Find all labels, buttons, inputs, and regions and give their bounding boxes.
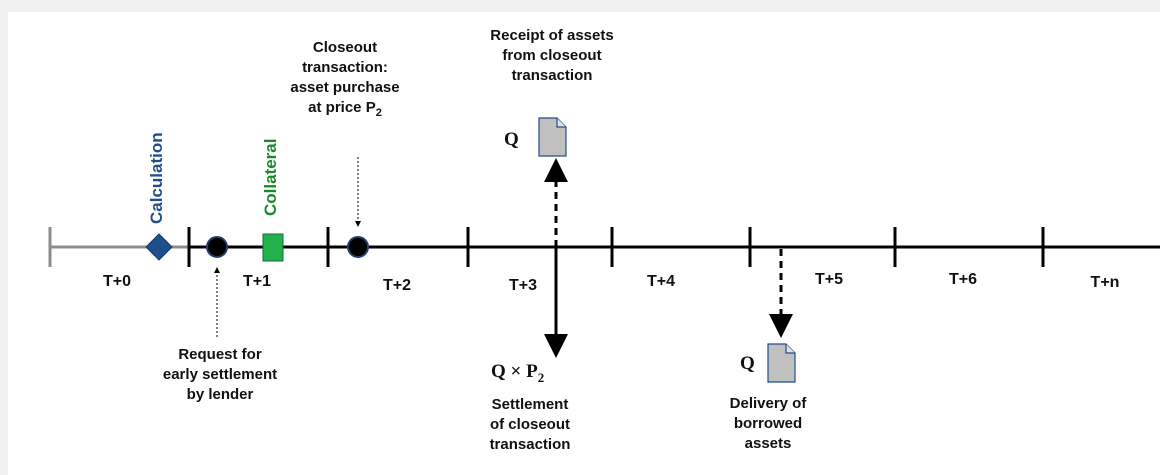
receipt-text: Receipt of assets from closeout transact… xyxy=(462,26,642,86)
settlement-text: Settlement of closeout transaction xyxy=(450,395,610,455)
closeout-line: transaction: xyxy=(302,59,388,76)
segment-label-t5: T+5 xyxy=(814,271,843,288)
settlement-line: Settlement xyxy=(491,396,569,413)
delivery-text: Delivery of borrowed assets xyxy=(698,394,838,454)
request-text: Request for early settlement by lender xyxy=(140,345,300,405)
settlement-amount: Q × P2 xyxy=(491,361,545,385)
segment-label-t3: T+3 xyxy=(508,277,537,294)
timeline-graphics xyxy=(48,117,1160,383)
calculation-diamond xyxy=(145,233,173,261)
collateral-label: Collateral xyxy=(261,138,280,216)
request-event-dot xyxy=(206,236,228,258)
document-fold xyxy=(785,344,795,354)
request-line: by lender xyxy=(186,386,254,403)
segment-label-t1: T+1 xyxy=(242,273,271,290)
segment-label-t4: T+4 xyxy=(646,273,675,290)
receipt-line: from closeout xyxy=(502,47,602,64)
settlement-line: transaction xyxy=(489,436,571,453)
calculation-label: Calculation xyxy=(147,132,166,224)
segment-label-tn: T+n xyxy=(1090,274,1120,291)
segment-label-t0: T+0 xyxy=(102,273,131,290)
collateral-box xyxy=(262,233,284,262)
timeline-diagram: T+0 T+1 T+2 T+3 T+4 T+5 T+6 T+n Calculat… xyxy=(8,12,1160,475)
closeout-transaction-text: Closeout transaction: asset purchase at … xyxy=(270,38,420,123)
segment-label-t6: T+6 xyxy=(948,271,977,288)
delivery-quantity: Q xyxy=(740,353,755,374)
receipt-quantity: Q xyxy=(504,129,519,150)
settlement-line: of closeout xyxy=(489,416,570,433)
closeout-event-dot xyxy=(347,236,369,258)
segment-label-t2: T+2 xyxy=(382,277,411,294)
delivery-line: Delivery of xyxy=(729,395,807,412)
request-line: early settlement xyxy=(162,366,278,383)
closeout-line: asset purchase xyxy=(290,79,400,96)
document-fold xyxy=(556,118,566,128)
closeout-line: at price P2 xyxy=(308,99,382,119)
closeout-line: Closeout xyxy=(312,39,378,56)
request-line: Request for xyxy=(178,346,262,363)
delivery-line: borrowed xyxy=(733,415,803,432)
receipt-line: Receipt of assets xyxy=(490,27,614,44)
delivery-line: assets xyxy=(744,435,792,452)
receipt-line: transaction xyxy=(511,67,593,84)
